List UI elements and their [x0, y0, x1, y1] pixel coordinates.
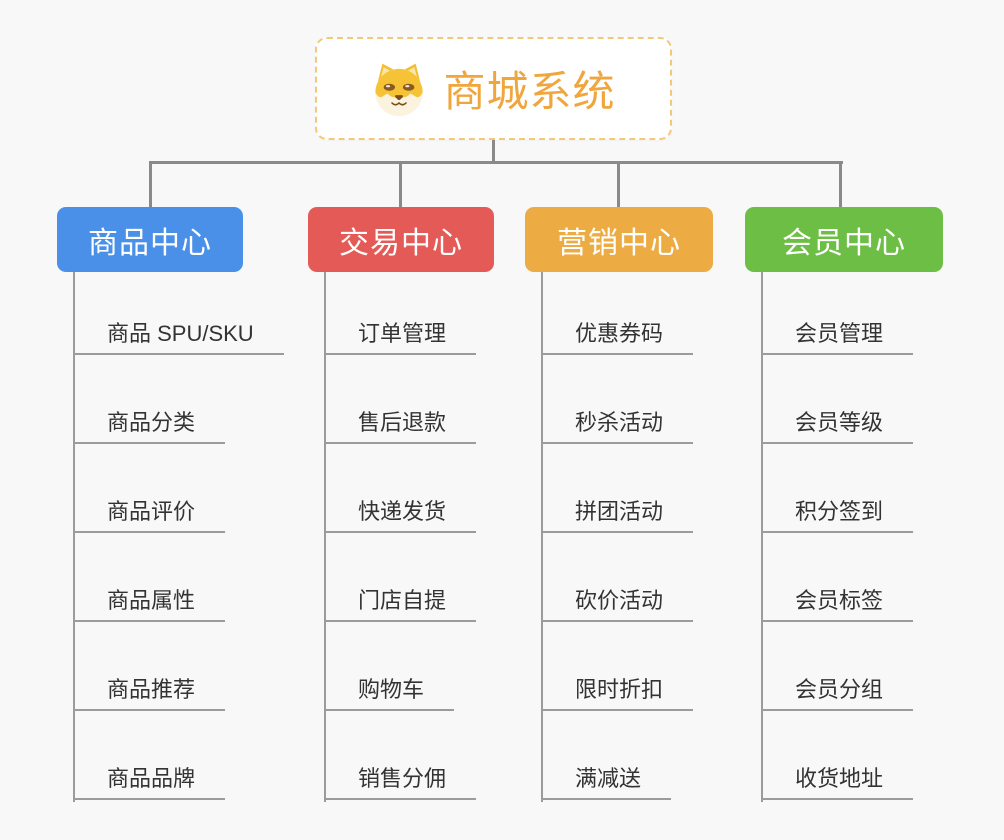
leaf-item[interactable]: 收货地址 [761, 764, 914, 800]
leaf-item[interactable]: 门店自提 [324, 586, 477, 622]
connector-drop-trade [399, 163, 402, 207]
doge-icon [375, 63, 424, 116]
connector-root-vertical [492, 140, 495, 163]
branch-header-trade[interactable]: 交易中心 [308, 207, 494, 272]
branch-column-products: 商品中心 商品 SPU/SKU 商品分类 商品评价 商品属性 商品推荐 商品品牌 [57, 207, 284, 840]
leaf-item[interactable]: 商品属性 [73, 586, 226, 622]
branch-trunk-line [761, 272, 763, 802]
branch-header-members[interactable]: 会员中心 [745, 207, 943, 272]
leaf-item[interactable]: 商品评价 [73, 497, 226, 533]
branch-header-marketing[interactable]: 营销中心 [525, 207, 713, 272]
root-title: 商城系统 [443, 68, 616, 115]
leaf-item[interactable]: 售后退款 [324, 408, 477, 444]
leaf-item[interactable]: 会员管理 [761, 319, 914, 355]
branch-trunk-line [73, 272, 75, 802]
root-node[interactable]: 商城系统 [315, 37, 672, 140]
branch-header-products[interactable]: 商品中心 [57, 207, 243, 272]
connector-drop-marketing [617, 163, 620, 207]
connector-drop-products [149, 163, 152, 207]
connector-horizontal [149, 161, 843, 164]
leaf-item[interactable]: 商品品牌 [73, 764, 226, 800]
branch-column-marketing: 营销中心 优惠券码 秒杀活动 拼团活动 砍价活动 限时折扣 满减送 [525, 207, 713, 840]
leaf-item[interactable]: 限时折扣 [541, 675, 694, 711]
leaf-item[interactable]: 优惠券码 [541, 319, 694, 355]
leaf-item[interactable]: 砍价活动 [541, 586, 694, 622]
leaf-item[interactable]: 商品推荐 [73, 675, 226, 711]
connector-drop-members [839, 163, 842, 207]
leaf-item[interactable]: 拼团活动 [541, 497, 694, 533]
branch-column-trade: 交易中心 订单管理 售后退款 快递发货 门店自提 购物车 销售分佣 [308, 207, 494, 840]
leaf-item[interactable]: 会员标签 [761, 586, 914, 622]
leaf-item[interactable]: 积分签到 [761, 497, 914, 533]
leaf-item[interactable]: 商品分类 [73, 408, 226, 444]
leaf-item[interactable]: 购物车 [324, 675, 455, 711]
leaf-item[interactable]: 订单管理 [324, 319, 477, 355]
leaf-item[interactable]: 秒杀活动 [541, 408, 694, 444]
branch-column-members: 会员中心 会员管理 会员等级 积分签到 会员标签 会员分组 收货地址 [745, 207, 943, 840]
branch-trunk-line [324, 272, 326, 802]
leaf-item[interactable]: 满减送 [541, 764, 672, 800]
branch-trunk-line [541, 272, 543, 802]
leaf-item[interactable]: 快递发货 [324, 497, 477, 533]
leaf-item[interactable]: 会员等级 [761, 408, 914, 444]
leaf-item[interactable]: 销售分佣 [324, 764, 477, 800]
leaf-item[interactable]: 商品 SPU/SKU [73, 319, 284, 355]
leaf-item[interactable]: 会员分组 [761, 675, 914, 711]
